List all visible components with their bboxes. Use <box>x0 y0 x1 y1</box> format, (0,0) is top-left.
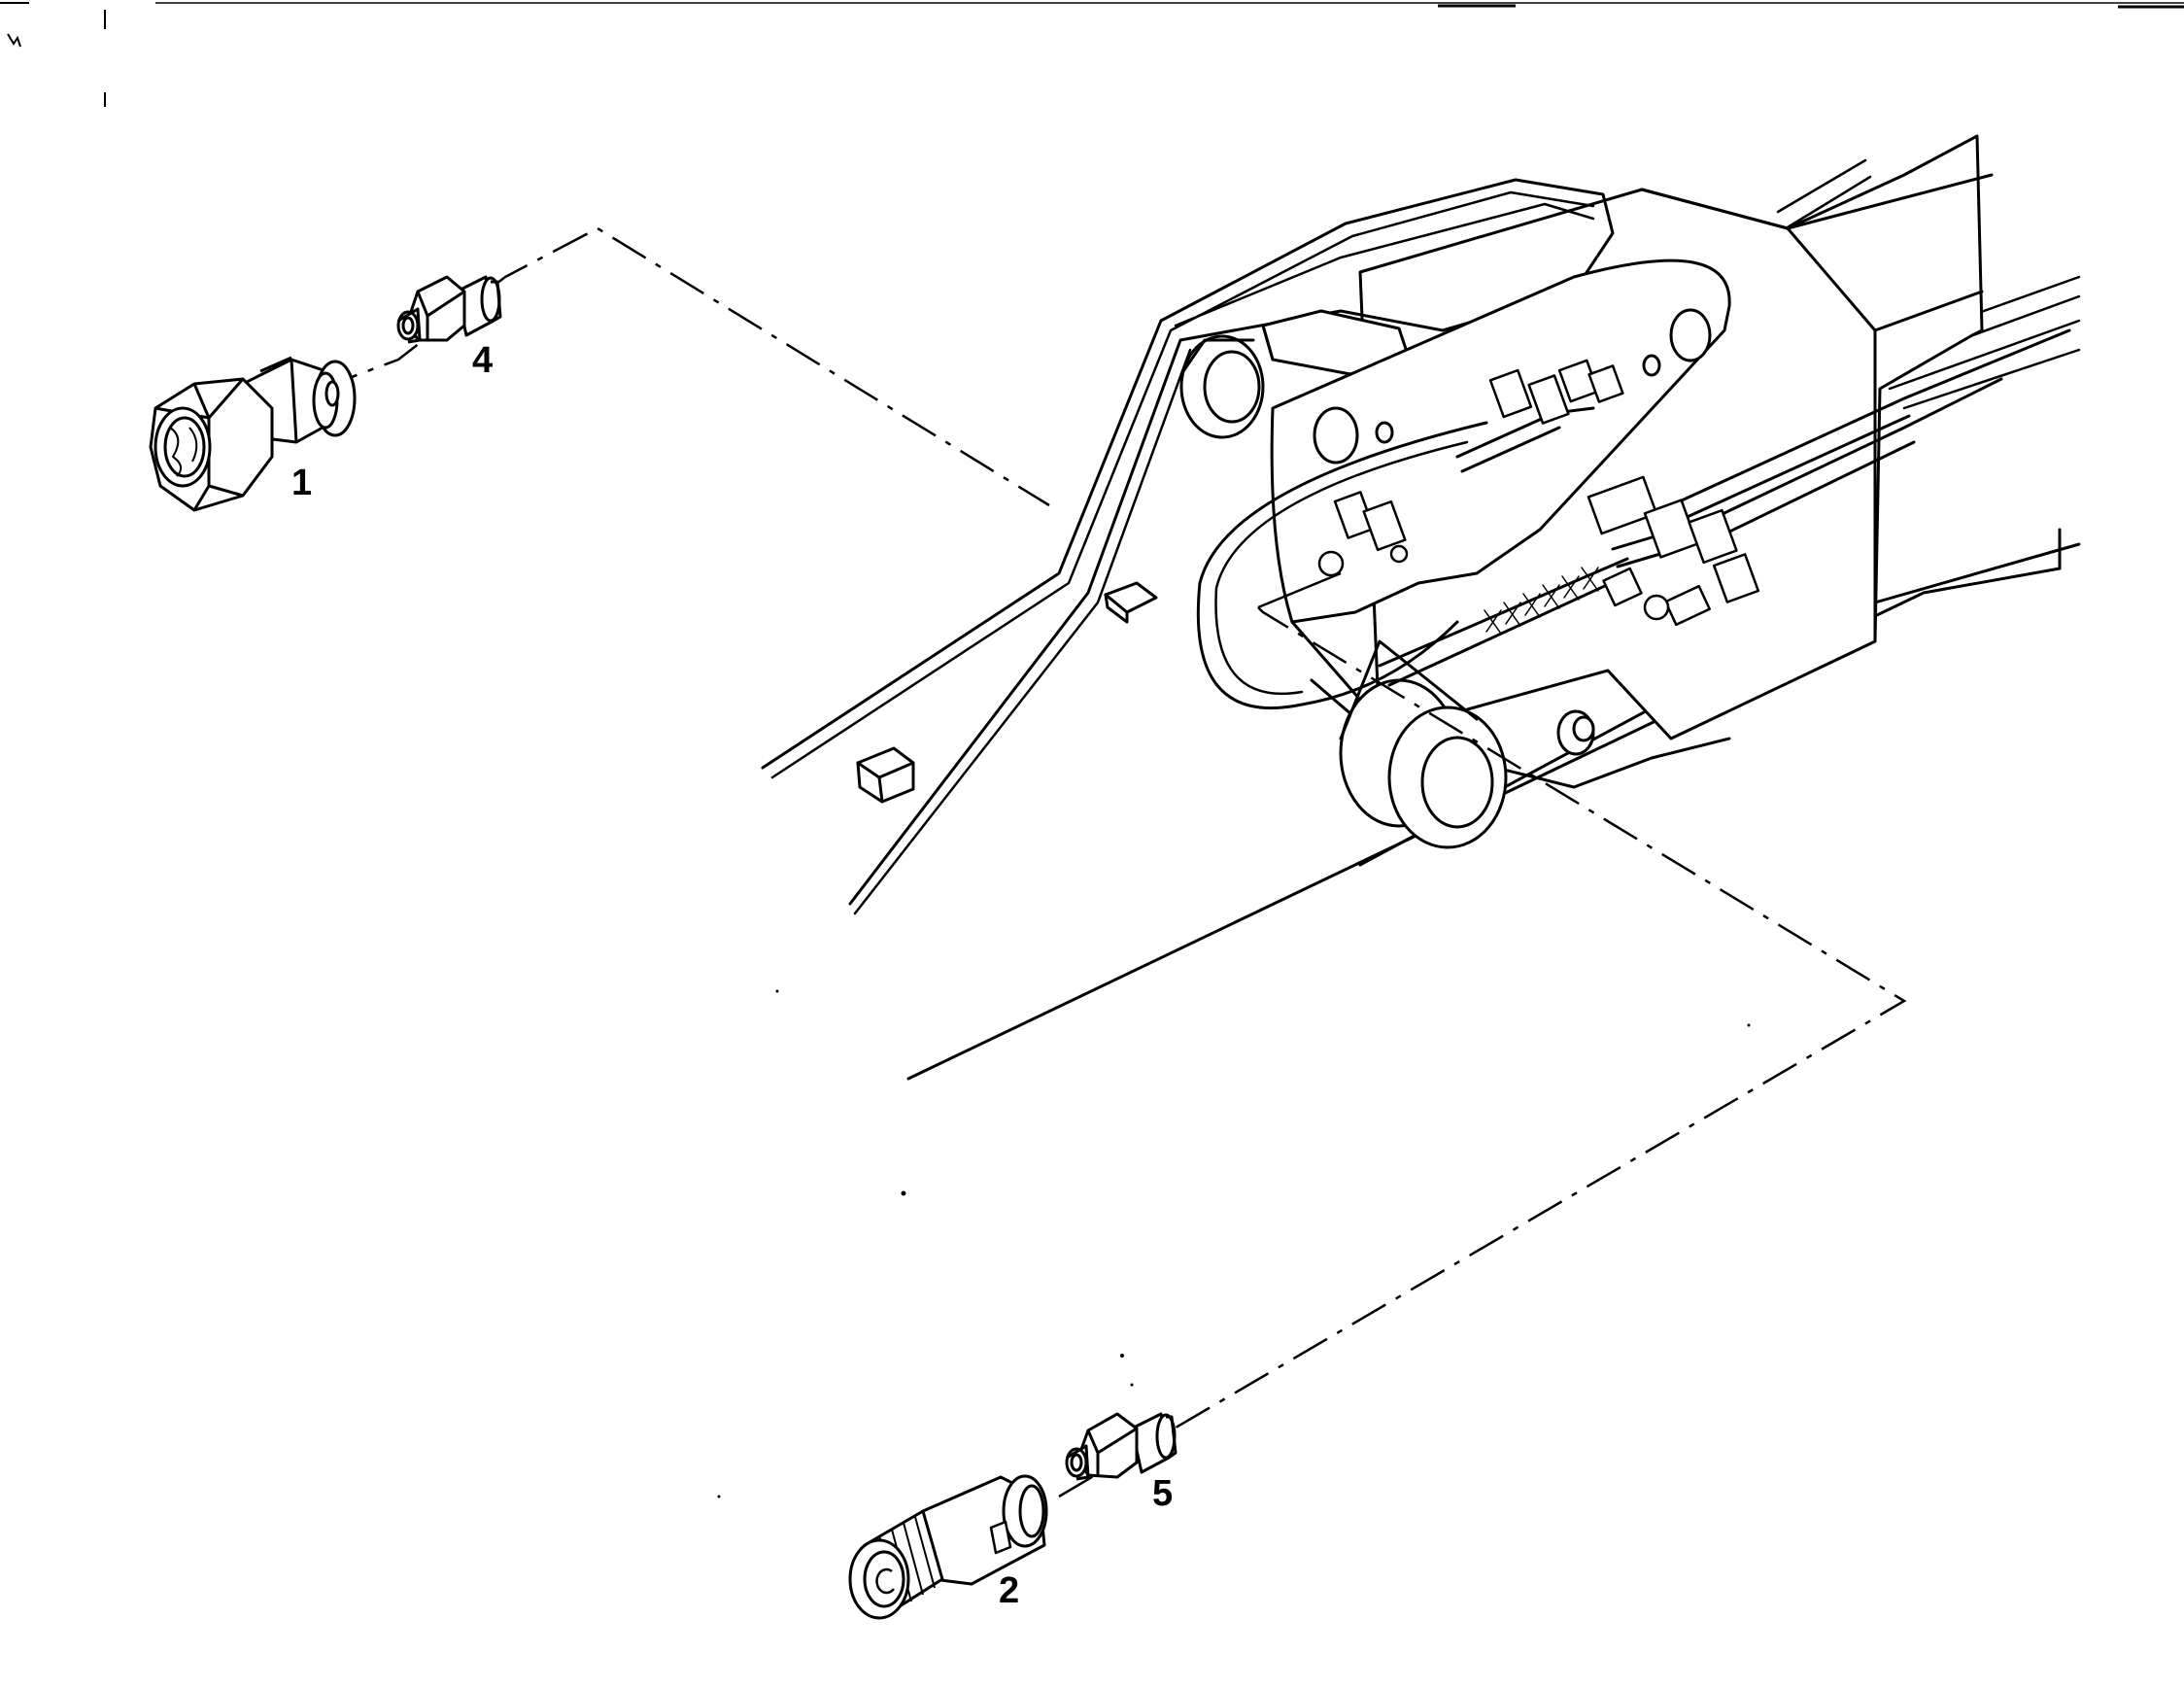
part-1-hex-coupling <box>149 356 357 512</box>
callout-part-5: 5 <box>1152 1473 1174 1514</box>
part-2-threaded-plug <box>848 1474 1048 1620</box>
part-4-nipple-fitting <box>396 275 502 344</box>
braided-hose <box>1387 571 1634 687</box>
scan-border-marks <box>0 2 2184 107</box>
hydraulic-hose-loop <box>1196 421 1488 710</box>
arm-beam <box>906 567 2062 1081</box>
boom-arm-assembly <box>761 134 2081 1081</box>
arm-plate-left <box>761 178 1615 906</box>
clamp-fittings <box>1317 359 1760 627</box>
wear-pad-upper <box>1104 581 1158 614</box>
callout-part-1: 1 <box>291 463 313 503</box>
leader-line-upper <box>320 226 1050 507</box>
callout-part-4: 4 <box>472 340 494 381</box>
scan-specks <box>717 989 1751 1498</box>
part-5-nipple-fitting <box>1065 1412 1177 1481</box>
callout-part-2: 2 <box>999 1570 1020 1611</box>
wear-pad-lower <box>856 746 915 779</box>
